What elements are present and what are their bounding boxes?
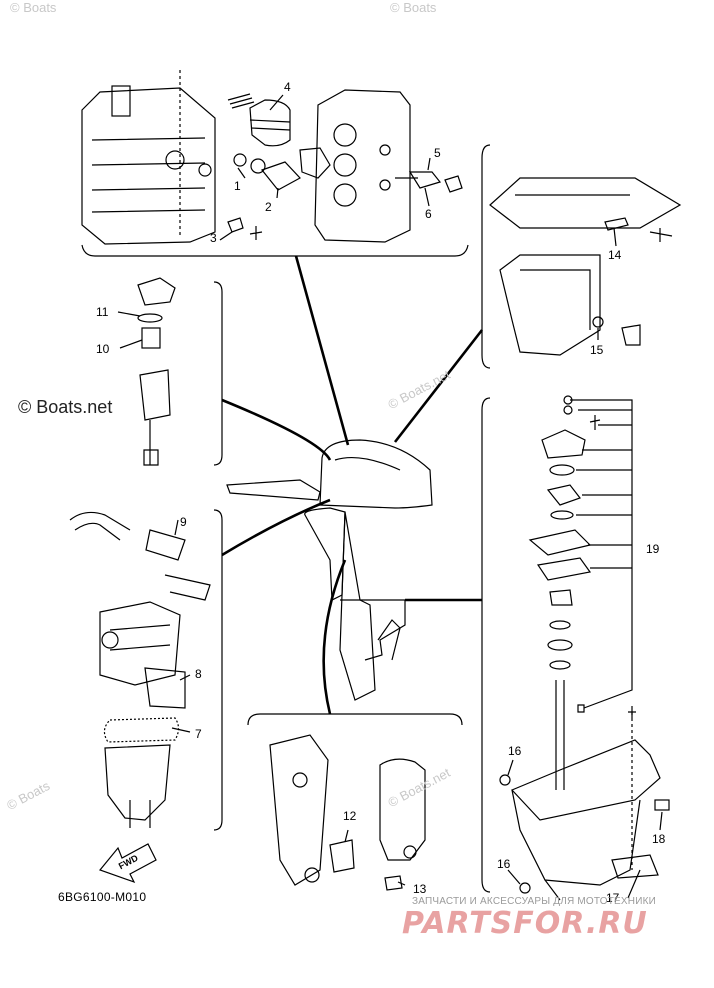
callout-13: 13 (413, 882, 427, 896)
leader-3 (219, 231, 233, 241)
callout-16b: 16 (497, 857, 511, 871)
seal-16a (499, 774, 511, 786)
connector-engine (294, 255, 350, 446)
thermostat-cover (261, 147, 331, 191)
callout-9: 9 (180, 515, 187, 529)
spring-part (227, 93, 255, 109)
washer-1b (250, 158, 266, 174)
water-pump-stack (528, 395, 601, 790)
leader-2 (276, 187, 279, 199)
callout-3: 3 (210, 231, 217, 245)
leader-5 (427, 157, 431, 171)
callout-5: 5 (434, 146, 441, 160)
bracket-top-engine (81, 244, 469, 257)
leader-12 (344, 829, 349, 843)
fuel-filter-assy (137, 277, 176, 466)
bracket-bottom-mid (247, 713, 463, 726)
diagram-code: 6BG6100-M010 (58, 890, 147, 904)
bottom-cowling (489, 177, 682, 356)
swivel-bracket (379, 758, 426, 861)
seal-16b (519, 882, 531, 894)
callout-12: 12 (343, 809, 357, 823)
leader-9 (174, 519, 179, 536)
leader-18 (659, 811, 663, 831)
gasket-7 (103, 717, 180, 743)
bolt-3 (249, 226, 263, 240)
washer-1 (233, 153, 247, 167)
leader-8 (179, 674, 191, 681)
seal-15 (592, 316, 604, 328)
leader-6 (424, 187, 430, 207)
leader-19 (570, 399, 633, 709)
leader-1 (237, 167, 246, 179)
leader-11 (117, 311, 141, 317)
footer-tagline: ЗАПЧАСТИ И АКСЕССУАРЫ ДЛЯ МОТОТЕХНИКИ (412, 896, 657, 907)
oil-filter (249, 99, 291, 147)
callout-17: 17 (606, 891, 620, 905)
leader-10 (119, 339, 143, 349)
connector-left-carb (221, 498, 331, 557)
callout-10: 10 (96, 342, 110, 356)
leader-17 (627, 869, 641, 899)
leader-7 (171, 727, 191, 733)
fwd-arrow (98, 843, 157, 884)
bracket-top-right (481, 144, 491, 369)
callout-1: 1 (234, 179, 241, 193)
bracket-right-lower (481, 397, 491, 893)
callout-8: 8 (195, 667, 202, 681)
callout-14: 14 (608, 248, 622, 262)
bracket-left-fuel (213, 281, 223, 466)
gasket-8 (144, 667, 186, 709)
leader-14 (613, 227, 617, 247)
leader-13 (397, 881, 406, 886)
callout-11: 11 (96, 305, 109, 319)
callout-19: 19 (646, 542, 660, 556)
lower-unit (510, 706, 661, 901)
connector-bottom (322, 559, 347, 715)
carburetor (99, 601, 181, 686)
bolt-14 (604, 217, 629, 231)
screws-14 (649, 228, 673, 242)
callout-18: 18 (652, 832, 666, 846)
connector-left-fuel (221, 398, 332, 461)
leader-16a (507, 759, 514, 776)
intake-hoses (69, 511, 211, 601)
anode-18 (654, 799, 670, 811)
callout-16a: 16 (508, 744, 522, 758)
watermark-top-left: © Boats (10, 0, 57, 15)
plug-15 (621, 324, 641, 346)
callout-4: 4 (284, 80, 291, 94)
watermark-top-mid: © Boats (390, 0, 437, 15)
powerhead (81, 70, 216, 245)
bolt-13 (384, 875, 403, 891)
bracket-left-carb (213, 509, 223, 831)
connector-right-top (393, 329, 484, 443)
anode-3 (227, 217, 244, 233)
cylinder-head (314, 89, 411, 243)
callout-15: 15 (590, 343, 604, 357)
callout-6: 6 (425, 207, 432, 221)
footer-brand: PARTSFOR.RU (402, 906, 648, 941)
callout-7: 7 (195, 727, 202, 741)
spark-plug (395, 171, 463, 193)
leader-16b (507, 869, 521, 885)
intake-silencer (104, 744, 171, 828)
watermark-main: © Boats.net (18, 397, 113, 417)
clamp-bracket (269, 734, 355, 886)
callout-2: 2 (265, 200, 272, 214)
outboard-motor (226, 439, 433, 701)
leader-4 (269, 94, 284, 111)
